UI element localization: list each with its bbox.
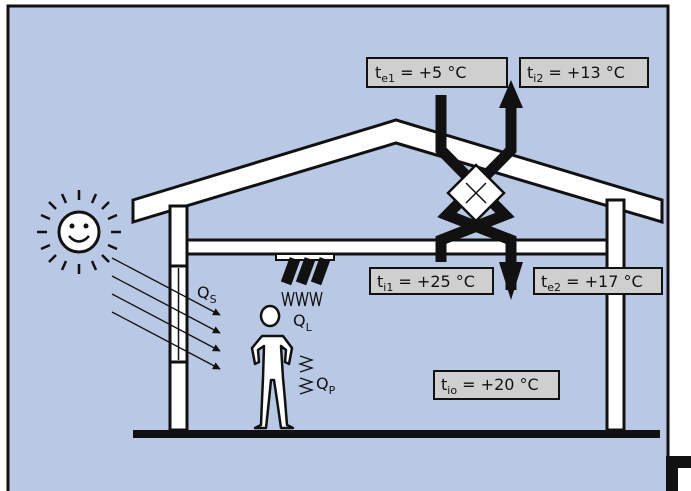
exhaust-duct bbox=[437, 105, 517, 290]
solar-radiation-rays bbox=[111, 257, 221, 370]
tio-box: tio = +20 °C bbox=[433, 370, 560, 400]
corner-bracket bbox=[666, 456, 691, 491]
lamp-icon bbox=[275, 253, 335, 286]
person-icon bbox=[250, 304, 295, 430]
right-wall bbox=[605, 198, 626, 432]
roof bbox=[131, 118, 664, 225]
te1-box: te1 = +5 °C bbox=[366, 57, 508, 88]
sun-icon bbox=[37, 190, 121, 274]
ventilation-ducts bbox=[435, 80, 523, 300]
qp-label: QP bbox=[316, 374, 336, 397]
svg-text:ti2 = +13 °C: ti2 = +13 °C bbox=[527, 63, 625, 85]
heat-exchanger-icon bbox=[446, 163, 506, 223]
exhaust-arrowhead bbox=[499, 80, 523, 108]
floor bbox=[133, 430, 660, 438]
svg-text:ti1 = +25 °C: ti1 = +25 °C bbox=[377, 272, 475, 294]
left-wall-upper bbox=[168, 204, 189, 268]
lamp-heat-waves bbox=[281, 291, 323, 307]
ti2-box: ti2 = +13 °C bbox=[519, 57, 649, 88]
svg-text:tio = +20 °C: tio = +20 °C bbox=[441, 375, 539, 397]
supply-duct bbox=[435, 95, 515, 262]
ql-label: QL bbox=[293, 311, 313, 334]
svg-text:te1 = +5 °C: te1 = +5 °C bbox=[375, 63, 466, 85]
ceiling-beam bbox=[168, 238, 612, 256]
ti1-box: ti1 = +25 °C bbox=[369, 267, 494, 295]
svg-text:te2 = +17 °C: te2 = +17 °C bbox=[541, 272, 643, 294]
te2-box: te2 = +17 °C bbox=[533, 267, 663, 295]
qs-label: QS bbox=[197, 283, 217, 306]
left-wall-lower bbox=[168, 360, 189, 432]
supply-arrowhead bbox=[499, 262, 523, 300]
person-heat-waves bbox=[297, 355, 315, 395]
